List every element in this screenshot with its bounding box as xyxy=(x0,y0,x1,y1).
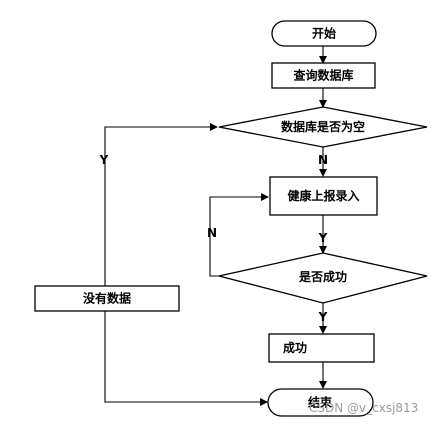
is-success-label: 是否成功 xyxy=(298,269,347,284)
end-node: 结束 xyxy=(267,388,374,417)
report-health-label: 健康上报录入 xyxy=(287,188,359,203)
db-empty-decision: 数据库是否为空 xyxy=(218,106,428,148)
edge-label-empty-no: N xyxy=(318,153,328,167)
edge-label-success-yes: Y xyxy=(318,310,328,324)
csdn-watermark: CSDN @v_cxsj813 xyxy=(309,401,418,415)
edge-label-empty-yes: Y xyxy=(99,153,109,167)
is-success-decision: 是否成功 xyxy=(218,252,428,304)
query-db-label: 查询数据库 xyxy=(292,68,353,83)
edge-no-data-to-end xyxy=(104,311,268,406)
no-data-box: 没有数据 xyxy=(34,285,180,312)
success-label: 成功 xyxy=(283,340,307,355)
edge-label-fail-no: N xyxy=(207,226,217,240)
edge-yes-loop-to-decision xyxy=(104,123,218,286)
end-node-label: 结束 xyxy=(308,395,333,410)
start-node: 开始 xyxy=(271,20,377,47)
query-db-box: 查询数据库 xyxy=(271,62,376,89)
no-data-label: 没有数据 xyxy=(83,291,131,306)
report-health-box: 健康上报录入 xyxy=(269,176,378,216)
edge-label-after-report: Y xyxy=(318,231,328,245)
start-node-label: 开始 xyxy=(312,26,336,41)
success-box: 成功 xyxy=(268,333,375,363)
db-empty-label: 数据库是否为空 xyxy=(281,119,365,134)
edge-fail-loop xyxy=(209,193,269,277)
